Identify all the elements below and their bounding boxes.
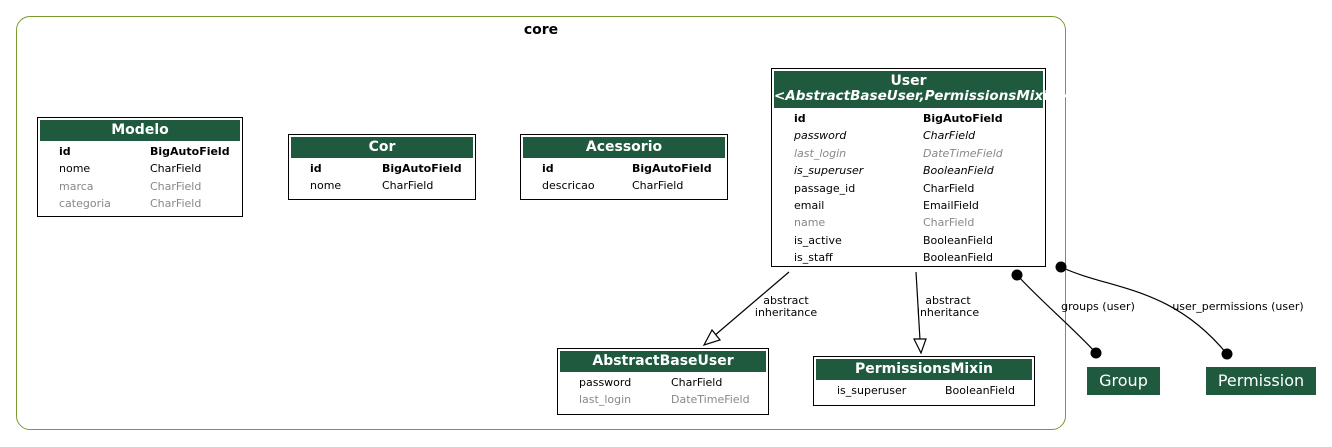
field-type: CharField: [632, 179, 684, 193]
field-row: categoria CharField: [38, 195, 242, 212]
edge-user-permissionsmixin: [915, 271, 921, 341]
field-list: is_superuser BooleanField: [814, 382, 1034, 399]
field-row: id BigAutoField: [521, 160, 727, 177]
field-type: CharField: [923, 181, 975, 195]
field-type: BooleanField: [945, 384, 1015, 397]
model-abstractbaseuser[interactable]: AbstractBaseUser password CharField last_l…: [557, 348, 769, 415]
edge-label-user-permissions: user_permissions (user): [1172, 300, 1304, 313]
field-name: last_login: [579, 393, 632, 407]
field-name: marca: [59, 179, 94, 193]
field-type: DateTimeField: [671, 393, 750, 407]
model-cor[interactable]: Cor id BigAutoField nome CharField: [288, 134, 476, 200]
field-name: categoria: [59, 197, 111, 211]
field-list: id BigAutoField nome CharField: [289, 160, 475, 195]
field-row: password CharField: [558, 374, 768, 391]
field-name: is_superuser: [837, 384, 907, 397]
edge-end-dot: [1011, 269, 1023, 281]
field-type: BooleanField: [923, 251, 993, 265]
field-type: DateTimeField: [923, 146, 1003, 160]
field-type: BigAutoField: [923, 112, 1003, 125]
model-acessorio[interactable]: Acessorio id BigAutoField descricao CharFie…: [520, 134, 728, 200]
field-row: descricao CharField: [521, 177, 727, 194]
field-name: password: [579, 376, 632, 389]
model-header: User <AbstractBaseUser,PermissionsMixin>: [774, 71, 1069, 108]
field-row: is_superuser BooleanField: [814, 382, 1034, 399]
field-row: password CharField: [772, 127, 1045, 144]
field-row: marca CharField: [38, 178, 242, 195]
field-name: nome: [310, 179, 342, 193]
field-row: id BigAutoField: [772, 110, 1045, 127]
field-type: BigAutoField: [382, 162, 462, 175]
model-header: Modelo: [40, 120, 240, 141]
field-name: is_active: [794, 233, 842, 247]
model-header: Cor: [291, 137, 473, 158]
field-row: id BigAutoField: [38, 143, 242, 160]
edge-label-groups: groups (user): [1061, 300, 1135, 313]
model-header: AbstractBaseUser: [560, 351, 766, 372]
edge-user-abstractbaseuser: [713, 271, 790, 337]
field-type: CharField: [671, 376, 723, 389]
field-type: CharField: [150, 197, 202, 211]
field-type: CharField: [923, 216, 975, 230]
field-type: BooleanField: [923, 233, 993, 247]
field-name: nome: [59, 162, 91, 176]
model-title: User: [890, 73, 927, 89]
edge-end-dot: [1090, 347, 1102, 359]
field-name: id: [794, 112, 806, 125]
field-name: name: [794, 216, 826, 230]
model-user[interactable]: User <AbstractBaseUser,PermissionsMixin>…: [771, 68, 1069, 267]
field-row: last_login DateTimeField: [772, 145, 1045, 162]
field-name: id: [542, 162, 554, 175]
inheritance-arrowhead: [702, 328, 722, 347]
field-name: id: [59, 145, 71, 158]
field-type: CharField: [923, 129, 976, 143]
field-type: EmailField: [923, 198, 979, 212]
field-list: password CharField last_login DateTimeField: [558, 374, 768, 409]
core-cluster: [16, 16, 1066, 430]
field-row: email EmailField: [772, 197, 1045, 214]
field-row: is_superuser BooleanField: [772, 162, 1045, 179]
model-header: Acessorio: [523, 137, 725, 158]
model-permissionsmixin[interactable]: PermissionsMixin is_superuser BooleanFiel…: [813, 356, 1035, 406]
field-row: nome CharField: [38, 160, 242, 177]
external-model-permission[interactable]: Permission: [1206, 367, 1316, 395]
field-name: is_superuser: [794, 164, 864, 178]
field-name: id: [310, 162, 322, 175]
model-subtitle: <AbstractBaseUser,PermissionsMixin>: [774, 88, 1069, 104]
cluster-title: core: [523, 22, 559, 38]
field-name: password: [794, 129, 847, 143]
field-name: last_login: [794, 146, 847, 160]
edge-end-dot: [1221, 348, 1233, 360]
field-name: email: [794, 198, 825, 212]
field-name: passage_id: [794, 181, 856, 195]
field-row: id BigAutoField: [289, 160, 475, 177]
field-row: is_active BooleanField: [772, 232, 1045, 249]
field-type: BigAutoField: [150, 145, 230, 158]
field-row: passage_id CharField: [772, 180, 1045, 197]
field-type: CharField: [150, 162, 202, 176]
field-type: CharField: [150, 179, 202, 193]
field-type: CharField: [382, 179, 434, 193]
inheritance-arrowhead: [913, 338, 927, 355]
edge-user-group: [1016, 274, 1097, 354]
field-type: BigAutoField: [632, 162, 712, 175]
field-list: id BigAutoField descricao CharField: [521, 160, 727, 195]
field-row: last_login DateTimeField: [558, 391, 768, 408]
field-row: name CharField: [772, 214, 1045, 231]
edge-user-permission: [1060, 266, 1228, 355]
field-name: descricao: [542, 179, 595, 193]
field-name: is_staff: [794, 251, 833, 265]
field-row: is_staff BooleanField: [772, 249, 1045, 266]
field-type: BooleanField: [923, 164, 994, 178]
model-header: PermissionsMixin: [816, 359, 1032, 380]
external-model-group[interactable]: Group: [1087, 367, 1160, 395]
field-row: nome CharField: [289, 177, 475, 194]
edge-end-dot: [1055, 261, 1067, 273]
